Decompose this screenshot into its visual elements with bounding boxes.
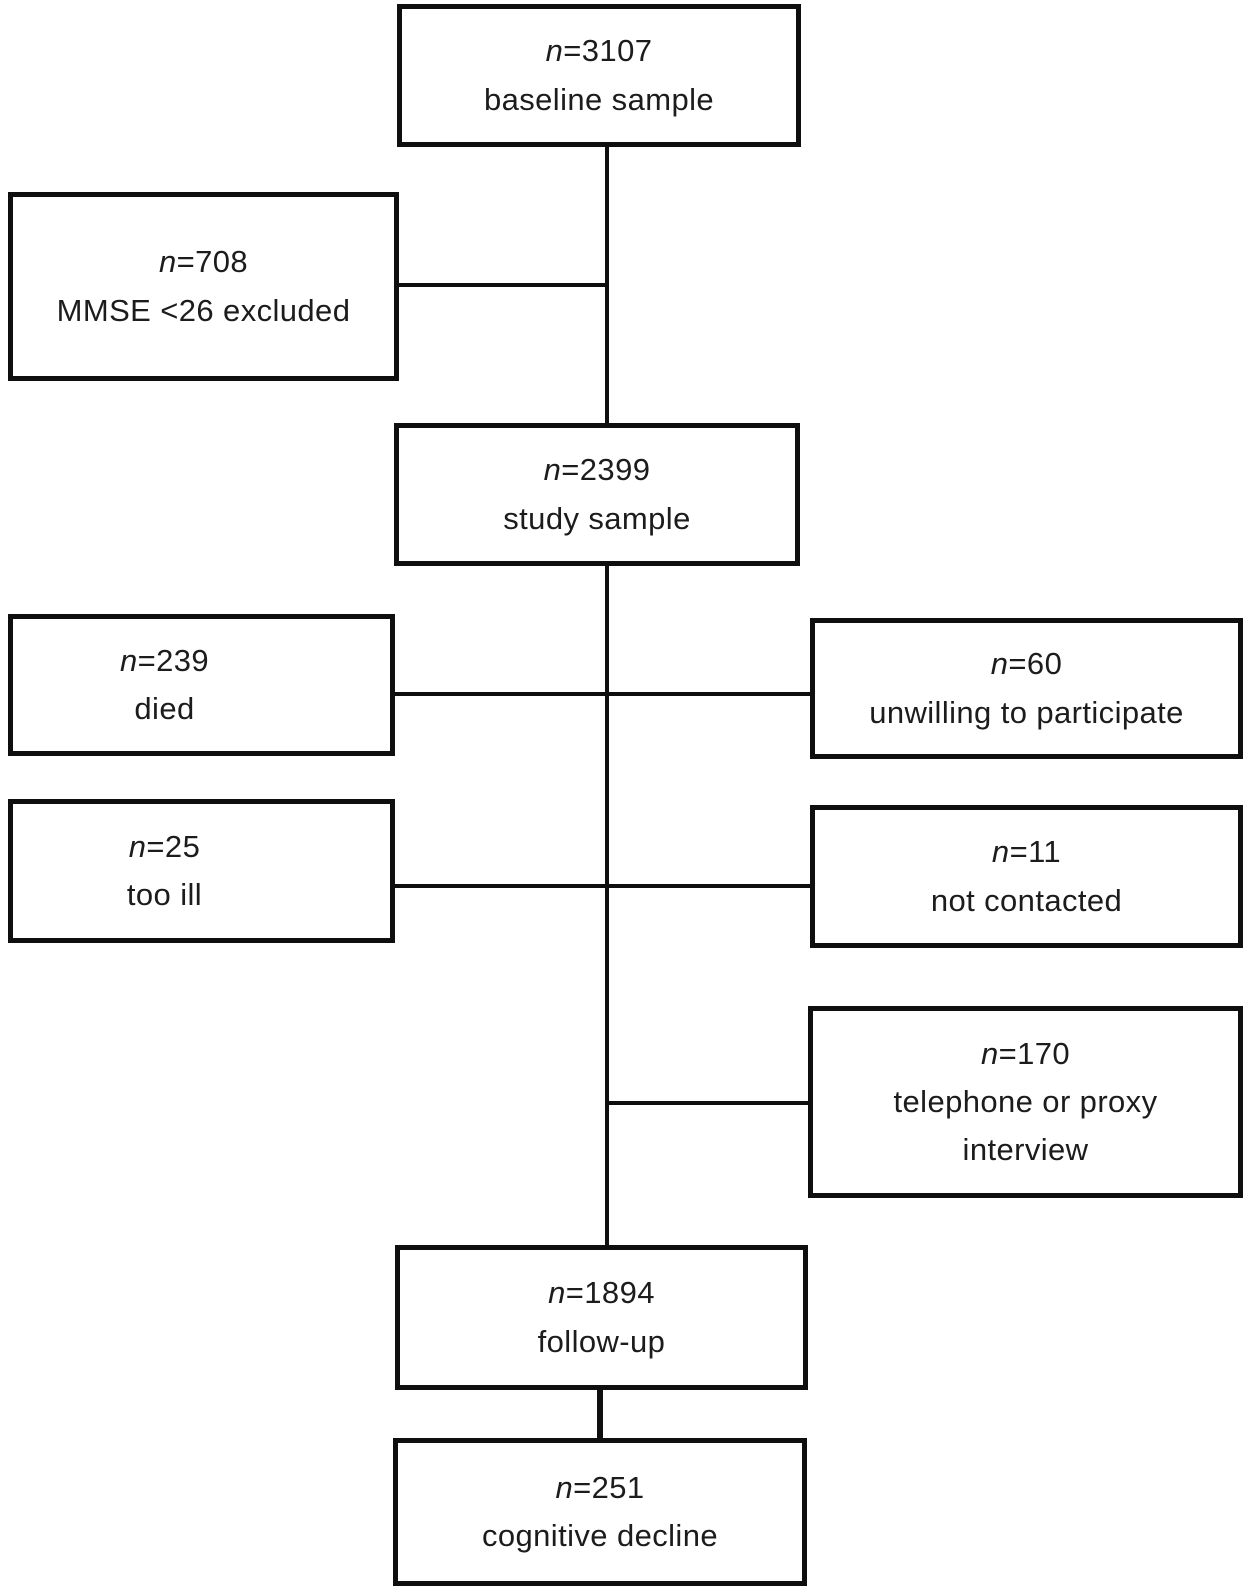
node-n-count: n=3107 bbox=[545, 33, 653, 69]
node-n-count: n=2399 bbox=[543, 452, 651, 488]
node-n-count: n=708 bbox=[158, 244, 249, 280]
node-label: follow-up bbox=[537, 1323, 666, 1359]
node-unwilling-to-participate: n=60 unwilling to participate bbox=[810, 618, 1243, 759]
node-n-count: n=170 bbox=[980, 1035, 1071, 1071]
node-label: study sample bbox=[503, 500, 691, 536]
connector-study-to-followup bbox=[605, 564, 609, 1248]
connector-tooill-notcontacted-branch bbox=[393, 884, 812, 888]
node-n-count: n=251 bbox=[555, 1469, 645, 1505]
connector-died-unwilling-branch bbox=[393, 692, 812, 696]
node-n-count: n=239 bbox=[119, 642, 210, 678]
node-study-sample: n=2399 study sample bbox=[394, 423, 800, 566]
connector-followup-to-cognitive bbox=[597, 1388, 603, 1441]
node-label: baseline sample bbox=[483, 81, 715, 117]
node-label: MMSE <26 excluded bbox=[56, 292, 351, 328]
node-follow-up: n=1894 follow-up bbox=[395, 1245, 808, 1390]
node-label: cognitive decline bbox=[481, 1518, 718, 1553]
connector-mmse-excluded-branch bbox=[397, 283, 609, 287]
node-died: n=239 died bbox=[8, 614, 395, 756]
node-baseline-sample: n=3107 baseline sample bbox=[397, 4, 801, 147]
node-n-count: n=25 bbox=[128, 828, 201, 864]
node-telephone-or-proxy-interview: n=170 telephone or proxy interview bbox=[808, 1006, 1243, 1198]
node-n-count: n=11 bbox=[991, 834, 1062, 870]
node-label: unwilling to participate bbox=[869, 694, 1184, 730]
node-label: died bbox=[134, 691, 195, 726]
node-label: too ill bbox=[126, 877, 203, 912]
node-too-ill: n=25 too ill bbox=[8, 799, 395, 943]
node-n-count: n=60 bbox=[990, 646, 1063, 682]
node-mmse-excluded: n=708 MMSE <26 excluded bbox=[8, 192, 399, 381]
node-not-contacted: n=11 not contacted bbox=[810, 805, 1243, 948]
node-label: telephone or proxy interview bbox=[893, 1083, 1158, 1168]
node-n-count: n=1894 bbox=[548, 1275, 655, 1311]
connector-telephone-proxy-branch bbox=[607, 1101, 810, 1105]
node-label: not contacted bbox=[930, 882, 1123, 918]
node-cognitive-decline: n=251 cognitive decline bbox=[393, 1438, 807, 1586]
